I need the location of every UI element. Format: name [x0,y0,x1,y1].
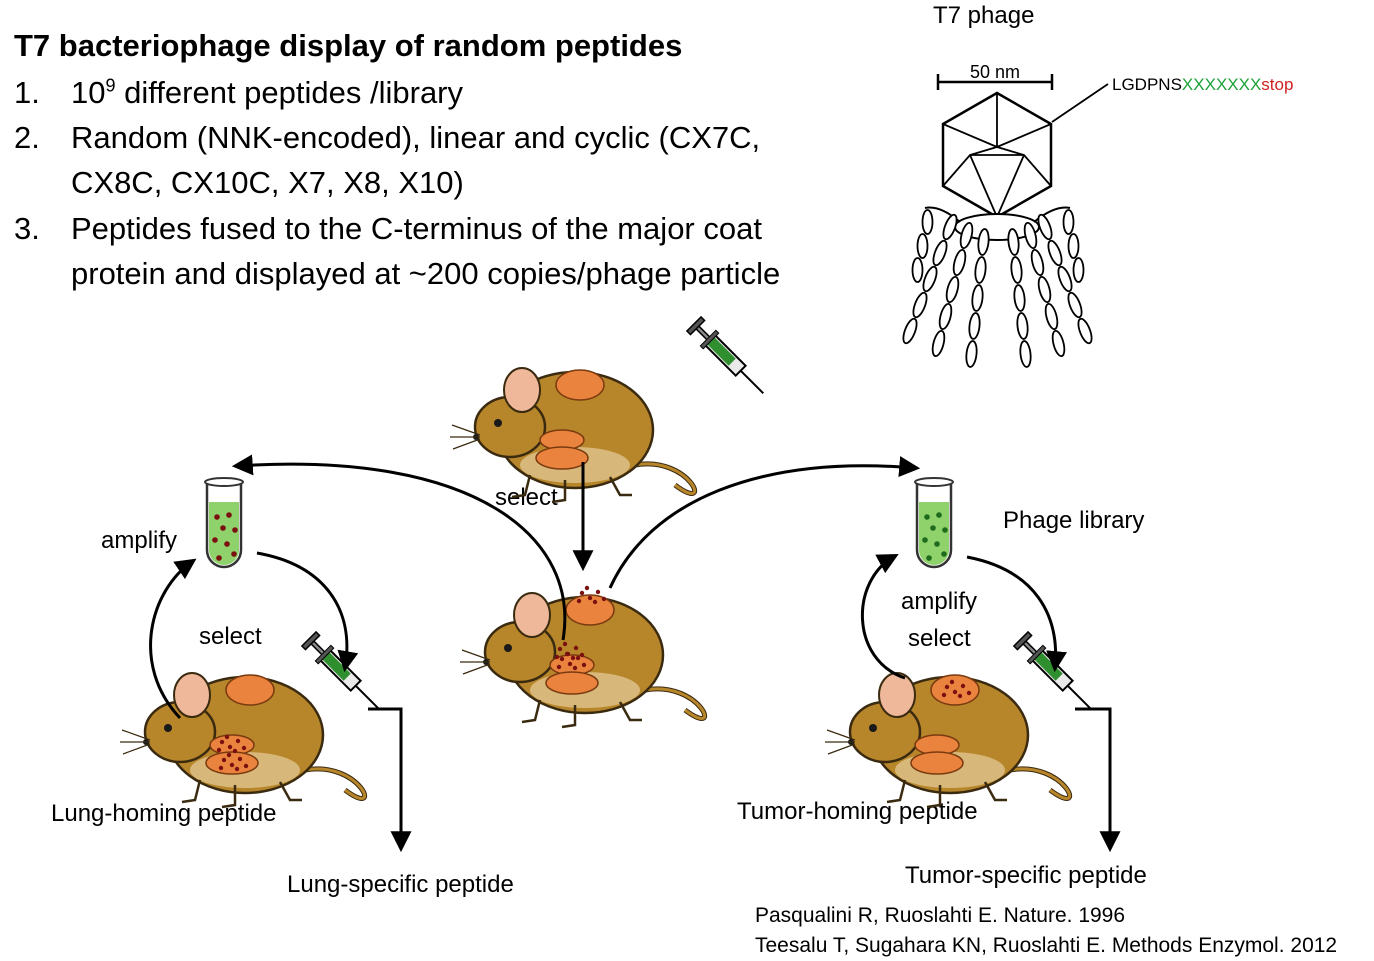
test-tube-left [203,476,245,569]
tail-fiber-bead [921,209,934,235]
list-item-1-text-rest: different peptides /library [115,75,464,110]
tail-fiber-bead [938,302,953,331]
amplify-label-right: amplify [901,588,978,615]
tail-fiber-bead [1047,239,1063,267]
mouse-center [460,585,705,727]
list-item-3: Peptides fused to the C-terminus of the … [71,211,762,246]
select-label-left: select [199,623,262,650]
mouse-injection [450,368,695,502]
tail-fiber-bead [952,248,967,277]
tail-fiber-bead [932,239,948,267]
lung-specific-label: Lung-specific peptide [287,871,514,898]
tail-fiber-bead [922,265,938,293]
tail-fiber-bead [902,317,918,345]
tail-fiber-bead [911,257,924,283]
list-item-2-line-2: CX8C, CX10C, X7, X8, X10) [71,165,464,200]
tail-fiber-bead [965,340,978,368]
tail-fiber-bead [1037,213,1053,241]
select-label-center: select [495,484,558,511]
tail-fiber-bead [977,228,990,256]
list-number-2: 2. [14,120,40,155]
syringe-right [1012,630,1100,718]
list-item-2: Random (NNK-encoded), linear and cyclic … [71,120,761,155]
tail-fiber-bead [942,213,958,241]
test-tube-right [913,476,955,569]
list-item-1: 109 different peptides /library [71,75,463,111]
syringe-left [300,630,388,718]
tail-fiber-bead [1019,340,1032,368]
tail-fiber-bead [1030,248,1045,277]
tail-fiber-bead [974,256,987,284]
peptide-random: XXXXXXX [1181,75,1262,94]
tail-fiber-bead [1077,317,1093,345]
tail-fiber-bead [1062,209,1075,235]
page-title: T7 bacteriophage display of random pepti… [14,28,683,63]
tail-fiber-bead [1013,284,1026,312]
reference-2: Teesalu T, Sugahara KN, Ruoslahti E. Met… [755,934,1338,957]
tail-fiber-bead [968,312,981,340]
list-number-3: 3. [14,211,40,246]
list-item-1-superscript: 9 [105,75,116,96]
flow-arrows [149,454,1121,853]
list-number-1: 1. [14,75,40,110]
mouse-tumor [825,673,1070,807]
select-label-right: select [908,625,971,652]
amplify-label-left: amplify [101,527,178,554]
tail-fiber-bead [931,329,946,358]
tail-fiber-bead [1044,302,1059,331]
tail-fiber-bead [971,284,984,312]
tail-fiber-bead [1072,257,1085,283]
tail-fiber-bead [1057,265,1073,293]
mouse-lung [120,673,365,807]
list-item-3-line-2: protein and displayed at ~200 copies/pha… [71,256,781,291]
phage-title: T7 phage [933,2,1035,29]
tail-fiber-bead [1016,312,1029,340]
tail-fiber-bead [1037,275,1052,304]
t7-phage-illustration [924,74,1109,241]
tail-fiber-bead [916,233,929,259]
tail-fiber-bead [959,221,974,250]
phage-library-label: Phage library [1003,507,1145,534]
tail-fiber-bead [1010,256,1023,284]
list-item-1-text: 10 [71,75,106,110]
reference-1: Pasqualini R, Ruoslahti E. Nature. 1996 [755,904,1126,927]
scale-label: 50 nm [970,62,1021,82]
tail-fiber-bead [1067,291,1083,319]
peptide-sequence: LGDPNSXXXXXXXstop [1112,75,1293,95]
tumor-specific-label: Tumor-specific peptide [905,862,1147,889]
tail-fiber-bead [1067,233,1080,259]
syringe-top [685,315,773,403]
tail-fiber-bead [945,275,960,304]
tail-fiber-bead [1051,329,1066,358]
phage-tail-fibers [902,209,1093,368]
tail-fiber-bead [1023,221,1038,250]
lung-homing-label: Lung-homing peptide [51,800,277,827]
peptide-stop: stop [1261,75,1294,94]
tail-fiber-bead [912,291,928,319]
tail-fiber-bead [1007,228,1020,256]
peptide-fixed: LGDPNS [1112,75,1182,94]
tumor-homing-label: Tumor-homing peptide [737,798,978,825]
